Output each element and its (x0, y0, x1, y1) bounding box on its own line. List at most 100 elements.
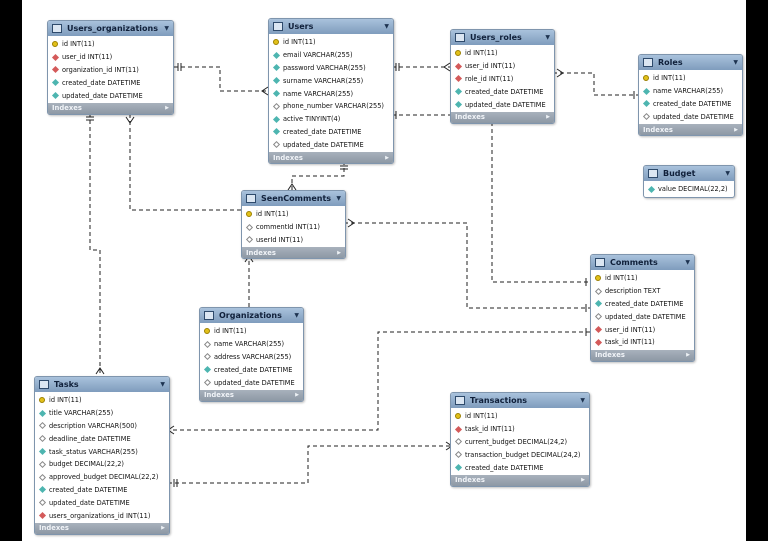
table-users[interactable]: Users ▼ id INT(11) email VARCHAR(255) pa… (268, 18, 394, 165)
indexes-footer[interactable]: Indexes▶ (200, 389, 303, 401)
table-header[interactable]: Users_organizations ▼ (48, 21, 173, 36)
collapse-caret-icon[interactable]: ▼ (733, 59, 738, 66)
column-row[interactable]: updated_date DATETIME (269, 138, 393, 151)
column-row[interactable]: created_date DATETIME (451, 461, 589, 474)
collapse-caret-icon[interactable]: ▼ (294, 312, 299, 319)
column-row[interactable]: user_id INT(11) (591, 323, 694, 336)
expand-caret-icon[interactable]: ▶ (581, 477, 585, 484)
table-header[interactable]: Users_roles ▼ (451, 30, 554, 45)
collapse-caret-icon[interactable]: ▼ (725, 170, 730, 177)
collapse-caret-icon[interactable]: ▼ (164, 25, 169, 32)
table-transactions[interactable]: Transactions ▼ id INT(11) task_id INT(11… (450, 392, 590, 487)
column-row[interactable]: users_organizations_id INT(11) (35, 509, 169, 522)
collapse-caret-icon[interactable]: ▼ (545, 34, 550, 41)
indexes-footer[interactable]: Indexes▶ (451, 474, 589, 486)
column-row[interactable]: budget DECIMAL(22,2) (35, 458, 169, 471)
column-row[interactable]: id INT(11) (591, 272, 694, 285)
column-row[interactable]: updated_date DATETIME (451, 98, 554, 111)
column-row[interactable]: created_date DATETIME (48, 76, 173, 89)
table-users-roles[interactable]: Users_roles ▼ id INT(11) user_id INT(11)… (450, 29, 555, 124)
column-row[interactable]: id INT(11) (242, 208, 345, 221)
column-row[interactable]: name VARCHAR(255) (269, 87, 393, 100)
expand-caret-icon[interactable]: ▶ (295, 392, 299, 399)
column-row[interactable]: task_id INT(11) (591, 336, 694, 349)
column-row[interactable]: organization_id INT(11) (48, 64, 173, 77)
collapse-caret-icon[interactable]: ▼ (384, 23, 389, 30)
column-row[interactable]: updated_date DATETIME (639, 110, 742, 123)
collapse-caret-icon[interactable]: ▼ (336, 195, 341, 202)
column-row[interactable]: password VARCHAR(255) (269, 62, 393, 75)
indexes-footer[interactable]: Indexes▶ (242, 247, 345, 259)
table-budget[interactable]: Budget ▼ value DECIMAL(22,2) (643, 165, 735, 198)
column-row[interactable]: address VARCHAR(255) (200, 351, 303, 364)
column-row[interactable]: created_date DATETIME (200, 363, 303, 376)
column-row[interactable]: current_budget DECIMAL(24,2) (451, 436, 589, 449)
column-row[interactable]: transaction_budget DECIMAL(24,2) (451, 448, 589, 461)
column-row[interactable]: surname VARCHAR(255) (269, 74, 393, 87)
column-row[interactable]: updated_date DATETIME (200, 376, 303, 389)
column-row[interactable]: deadline_date DATETIME (35, 432, 169, 445)
column-row[interactable]: role_id INT(11) (451, 73, 554, 86)
table-header[interactable]: Comments ▼ (591, 255, 694, 270)
column-row[interactable]: description TEXT (591, 285, 694, 298)
indexes-footer[interactable]: Indexes▶ (639, 124, 742, 136)
column-row[interactable]: updated_date DATETIME (48, 89, 173, 102)
indexes-footer[interactable]: Indexes▶ (591, 349, 694, 361)
column-row[interactable]: created_date DATETIME (451, 85, 554, 98)
column-row[interactable]: updated_date DATETIME (35, 496, 169, 509)
column-row[interactable]: created_date DATETIME (35, 484, 169, 497)
column-row[interactable]: task_status VARCHAR(255) (35, 445, 169, 458)
table-organizations[interactable]: Organizations ▼ id INT(11) name VARCHAR(… (199, 307, 304, 402)
column-row[interactable]: name VARCHAR(255) (200, 338, 303, 351)
column-row[interactable]: created_date DATETIME (269, 126, 393, 139)
column-row[interactable]: email VARCHAR(255) (269, 49, 393, 62)
column-row[interactable]: commentId INT(11) (242, 221, 345, 234)
table-roles[interactable]: Roles ▼ id INT(11) name VARCHAR(255) cre… (638, 54, 743, 137)
column-row[interactable]: name VARCHAR(255) (639, 85, 742, 98)
column-row[interactable]: id INT(11) (639, 72, 742, 85)
indexes-footer[interactable]: Indexes▶ (35, 522, 169, 534)
column-row[interactable]: user_id INT(11) (48, 51, 173, 64)
column-row[interactable]: active TINYINT(4) (269, 113, 393, 126)
column-row[interactable]: approved_budget DECIMAL(22,2) (35, 471, 169, 484)
expand-caret-icon[interactable]: ▶ (734, 126, 738, 133)
column-row[interactable]: id INT(11) (451, 410, 589, 423)
expand-caret-icon[interactable]: ▶ (161, 525, 165, 532)
column-row[interactable]: created_date DATETIME (591, 298, 694, 311)
table-header[interactable]: Tasks ▼ (35, 377, 169, 392)
expand-caret-icon[interactable]: ▶ (337, 249, 341, 256)
column-row[interactable]: phone_number VARCHAR(255) (269, 100, 393, 113)
column-row[interactable]: userId INT(11) (242, 234, 345, 247)
table-tasks[interactable]: Tasks ▼ id INT(11) title VARCHAR(255) de… (34, 376, 170, 535)
column-row[interactable]: id INT(11) (451, 47, 554, 60)
table-comments[interactable]: Comments ▼ id INT(11) description TEXT c… (590, 254, 695, 362)
table-header[interactable]: Budget ▼ (644, 166, 734, 181)
table-header[interactable]: Transactions ▼ (451, 393, 589, 408)
expand-caret-icon[interactable]: ▶ (385, 154, 389, 161)
collapse-caret-icon[interactable]: ▼ (160, 381, 165, 388)
table-seen-comments[interactable]: SeenComments ▼ id INT(11) commentId INT(… (241, 190, 346, 260)
column-row[interactable]: task_id INT(11) (451, 423, 589, 436)
expand-caret-icon[interactable]: ▶ (165, 105, 169, 112)
table-header[interactable]: SeenComments ▼ (242, 191, 345, 206)
expand-caret-icon[interactable]: ▶ (546, 114, 550, 121)
indexes-footer[interactable]: Indexes▶ (451, 111, 554, 123)
column-row[interactable]: id INT(11) (269, 36, 393, 49)
table-header[interactable]: Organizations ▼ (200, 308, 303, 323)
column-row[interactable]: id INT(11) (35, 394, 169, 407)
column-row[interactable]: title VARCHAR(255) (35, 407, 169, 420)
column-row[interactable]: id INT(11) (48, 38, 173, 51)
table-users-organizations[interactable]: Users_organizations ▼ id INT(11) user_id… (47, 20, 174, 115)
collapse-caret-icon[interactable]: ▼ (580, 397, 585, 404)
indexes-footer[interactable]: Indexes▶ (269, 152, 393, 164)
table-header[interactable]: Users ▼ (269, 19, 393, 34)
column-row[interactable]: value DECIMAL(22,2) (644, 183, 734, 196)
column-row[interactable]: updated_date DATETIME (591, 310, 694, 323)
column-row[interactable]: description VARCHAR(500) (35, 420, 169, 433)
column-row[interactable]: created_date DATETIME (639, 98, 742, 111)
column-row[interactable]: user_id INT(11) (451, 60, 554, 73)
indexes-footer[interactable]: Indexes▶ (48, 102, 173, 114)
expand-caret-icon[interactable]: ▶ (686, 352, 690, 359)
table-header[interactable]: Roles ▼ (639, 55, 742, 70)
collapse-caret-icon[interactable]: ▼ (685, 259, 690, 266)
